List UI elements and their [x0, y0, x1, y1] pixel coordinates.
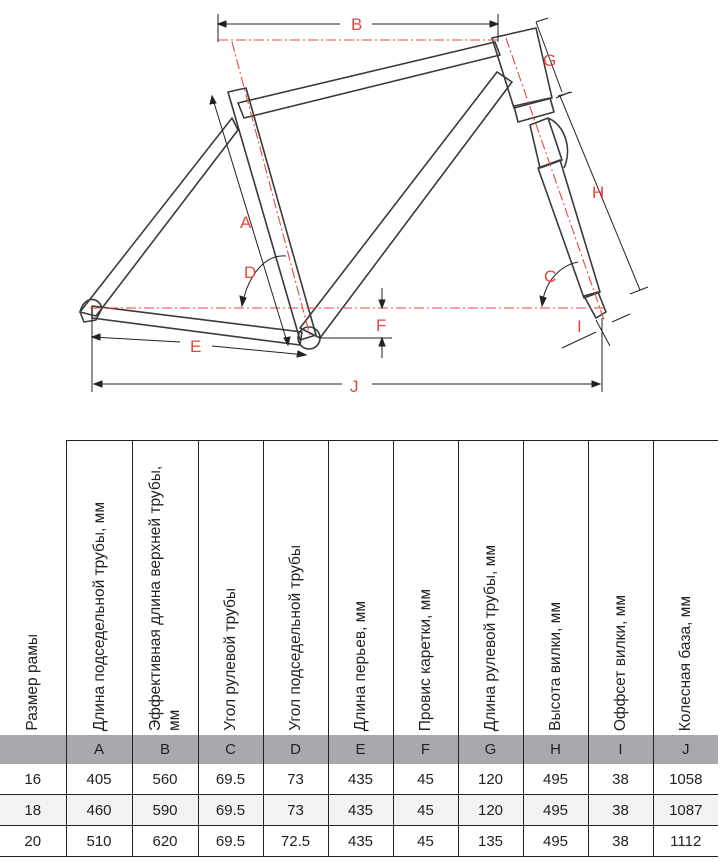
cell: 435 — [327, 794, 393, 826]
cell: 45 — [392, 794, 458, 826]
table-header-row: Размер рамы Длина подседельной трубы, мм… — [0, 440, 718, 735]
cell: 38 — [587, 825, 653, 857]
head-tube — [491, 27, 553, 109]
header-fork-offset: Оффсет вилки, мм — [587, 440, 653, 735]
cell: 495 — [522, 764, 588, 795]
cell: 20 — [0, 825, 66, 857]
seat-stay — [79, 117, 239, 317]
cell: 69.5 — [197, 764, 263, 795]
header-fork-height: Высота вилки, мм — [522, 440, 588, 735]
header-seat-tube-length: Длина подседельной трубы, мм — [65, 440, 132, 735]
cell: 510 — [65, 825, 132, 857]
header-frame-size: Размер рамы — [24, 634, 42, 731]
cell: 460 — [65, 794, 132, 826]
cell: 405 — [65, 764, 132, 795]
label-E: E — [190, 337, 201, 356]
fork-upper — [529, 117, 563, 169]
fork-dropout — [583, 291, 607, 319]
cell: 120 — [457, 764, 523, 795]
header-chainstay-length: Длина перьев, мм — [327, 440, 393, 735]
cell: 69.5 — [197, 825, 263, 857]
seat-tube — [227, 87, 317, 341]
cell: 45 — [392, 764, 458, 795]
letter-cell: F — [392, 735, 458, 764]
cell: 620 — [131, 825, 198, 857]
cell: 38 — [587, 794, 653, 826]
dimension-lines — [90, 37, 606, 337]
cell: 18 — [0, 794, 66, 826]
cell: 495 — [522, 794, 588, 826]
label-J: J — [350, 377, 359, 396]
label-D: D — [244, 263, 256, 282]
letter-cell: E — [327, 735, 393, 764]
cell: 135 — [457, 825, 523, 857]
letter-cell: A — [65, 735, 132, 764]
cell: 560 — [131, 764, 198, 795]
rear-dropout — [79, 298, 103, 323]
label-H: H — [592, 183, 604, 202]
letter-cell: C — [197, 735, 263, 764]
header-effective-top-tube: Эффективная длина верхней трубы, мм — [131, 440, 198, 735]
steering-axis — [505, 37, 605, 321]
cell: 1112 — [652, 825, 718, 857]
down-tube — [299, 71, 513, 339]
cell: 120 — [457, 794, 523, 826]
bike-frame — [79, 27, 607, 350]
table-row: 16 405 560 69.5 73 435 45 120 495 38 105… — [0, 764, 718, 795]
label-F: F — [376, 316, 386, 335]
cell: 1058 — [652, 764, 718, 795]
table-row: 20 510 620 69.5 72.5 435 45 135 495 38 1… — [0, 825, 718, 857]
seat-tube-axis — [231, 41, 311, 337]
header-head-tube-angle: Угол рулевой трубы — [197, 440, 263, 735]
letter-cell: G — [457, 735, 523, 764]
table-row: 18 460 590 69.5 73 435 45 120 495 38 108… — [0, 794, 718, 826]
cell: 495 — [522, 825, 588, 857]
frame-size-table: Размер рамы Длина подседельной трубы, мм… — [0, 440, 718, 857]
header-seat-tube-angle: Угол подседельной трубы — [262, 440, 328, 735]
cell: 435 — [327, 764, 393, 795]
letter-cell: H — [522, 735, 588, 764]
letter-cell: I — [587, 735, 653, 764]
cell: 73 — [262, 794, 328, 826]
bike-frame-geometry-diagram: B G A H D C F E I J — [79, 14, 649, 396]
cell: 590 — [131, 794, 198, 826]
dimension-labels: B G A H D C F E I J — [190, 15, 604, 396]
label-G: G — [543, 51, 556, 70]
cell: 1087 — [652, 794, 718, 826]
measurement-guides — [90, 14, 649, 392]
letter-cell — [0, 735, 66, 764]
letter-cell: J — [652, 735, 718, 764]
cell: 16 — [0, 764, 66, 795]
label-B: B — [351, 15, 362, 34]
cell: 435 — [327, 825, 393, 857]
cell: 69.5 — [197, 794, 263, 826]
letter-cell: D — [262, 735, 328, 764]
header-bb-drop: Провис каретки, мм — [392, 440, 458, 735]
top-tube — [237, 41, 501, 119]
fork-stanchion — [537, 159, 601, 299]
fork-brace — [547, 117, 569, 169]
header-wheelbase: Колесная база, мм — [652, 440, 718, 735]
label-A: A — [240, 213, 252, 232]
cell: 72.5 — [262, 825, 328, 857]
cell: 38 — [587, 764, 653, 795]
fork-crown — [513, 97, 555, 123]
cell: 45 — [392, 825, 458, 857]
label-C: C — [544, 267, 556, 286]
letter-cell: B — [131, 735, 198, 764]
label-I: I — [577, 317, 582, 336]
cell: 73 — [262, 764, 328, 795]
header-head-tube-length: Длина рулевой трубы, мм — [457, 440, 523, 735]
table-letter-row: A B C D E F G H I J — [0, 735, 718, 764]
